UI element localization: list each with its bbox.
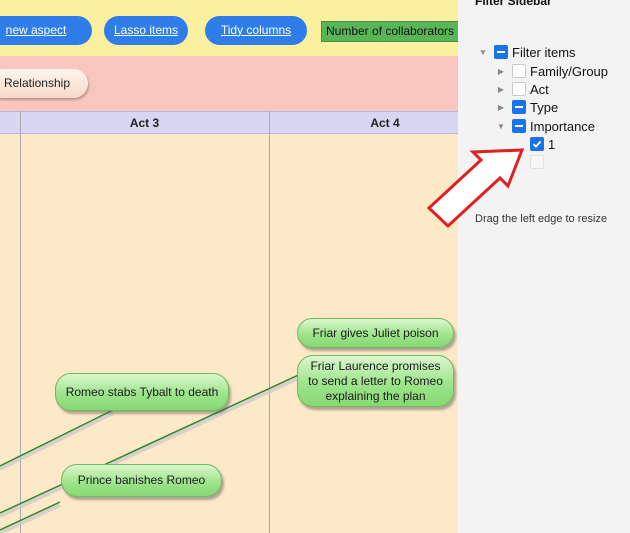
event-node-label: Romeo stabs Tybalt to death xyxy=(65,384,219,399)
checkbox[interactable] xyxy=(512,64,526,78)
tree-item-type[interactable]: ▶ Type xyxy=(496,98,558,116)
tree-item-importance-empty[interactable] xyxy=(530,153,548,171)
checkbox[interactable] xyxy=(512,82,526,96)
tree-label: Act xyxy=(530,81,549,97)
relationship-button[interactable]: Relationship xyxy=(0,69,88,98)
tree-item-importance-1[interactable]: 1 xyxy=(530,135,555,153)
chevron-right-icon[interactable]: ▶ xyxy=(497,84,505,94)
link-line xyxy=(0,370,308,514)
filter-sidebar: Filter Sidebar ▼ Filter items ▶ Family/G… xyxy=(458,0,630,533)
checkbox[interactable] xyxy=(530,155,544,169)
event-node[interactable]: Friar Laurence promises to send a letter… xyxy=(297,355,454,407)
event-node-label: Prince banishes Romeo xyxy=(77,473,206,487)
indeterminate-checkbox[interactable] xyxy=(512,100,526,114)
tree-label: Importance xyxy=(530,118,596,134)
tree-label: 1 xyxy=(548,136,556,152)
tree-root-filter-items[interactable]: ▼ Filter items xyxy=(478,43,576,61)
collaborators-label: Number of collaborators xyxy=(326,24,455,38)
chevron-down-icon[interactable]: ▼ xyxy=(479,47,487,57)
tidy-columns-button[interactable]: Tidy columns xyxy=(205,16,307,45)
checked-checkbox[interactable] xyxy=(530,137,544,151)
new-aspect-button[interactable]: new aspect xyxy=(0,16,92,45)
link-line xyxy=(0,501,61,531)
connection-lines xyxy=(0,370,308,533)
column-divider xyxy=(20,111,21,533)
event-node[interactable]: Romeo stabs Tybalt to death xyxy=(55,373,229,411)
chevron-right-icon[interactable]: ▶ xyxy=(497,66,505,76)
column-header-row: Act 3 Act 4 xyxy=(0,111,458,134)
tree-label: Type xyxy=(530,99,559,115)
link-line xyxy=(0,409,114,467)
tidy-columns-label: Tidy columns xyxy=(220,23,292,37)
column-divider xyxy=(269,111,270,533)
sidebar-title: Filter Sidebar xyxy=(475,0,552,8)
column-header-act-4: Act 4 xyxy=(370,116,400,130)
event-node[interactable]: Prince banishes Romeo xyxy=(61,464,222,497)
lasso-items-label: Lasso items xyxy=(113,23,179,37)
lasso-items-button[interactable]: Lasso items xyxy=(104,16,188,45)
check-icon xyxy=(532,140,542,148)
chevron-down-icon[interactable]: ▼ xyxy=(497,121,505,131)
event-node-label: Friar Laurence promises to send a letter… xyxy=(308,358,443,403)
event-node[interactable]: Friar gives Juliet poison xyxy=(297,318,454,348)
tree-label: Family/Group xyxy=(530,63,609,79)
timeline-grid[interactable]: Act 3 Act 4 Friar gives Juliet poison Fr… xyxy=(0,111,458,533)
tree-item-family-group[interactable]: ▶ Family/Group xyxy=(496,62,608,80)
relationship-label: Relationship xyxy=(3,76,70,90)
column-header-act-3: Act 3 xyxy=(129,116,160,130)
toolbar: new aspect Lasso items Tidy columns Numb… xyxy=(0,0,458,56)
chevron-right-icon[interactable]: ▶ xyxy=(497,102,505,112)
indeterminate-checkbox[interactable] xyxy=(512,119,526,133)
tree-item-importance[interactable]: ▼ Importance xyxy=(496,117,595,135)
collaborators-button[interactable]: Number of collaborators xyxy=(321,21,458,42)
tree-label: Filter items xyxy=(512,44,576,60)
relationship-bar: Relationship xyxy=(0,56,458,111)
new-aspect-label: new aspect xyxy=(5,23,67,37)
resize-hint: Drag the left edge to resize xyxy=(475,213,608,225)
event-node-label: Friar gives Juliet poison xyxy=(312,325,439,340)
tree-item-act[interactable]: ▶ Act xyxy=(496,80,549,98)
indeterminate-checkbox[interactable] xyxy=(494,45,508,59)
